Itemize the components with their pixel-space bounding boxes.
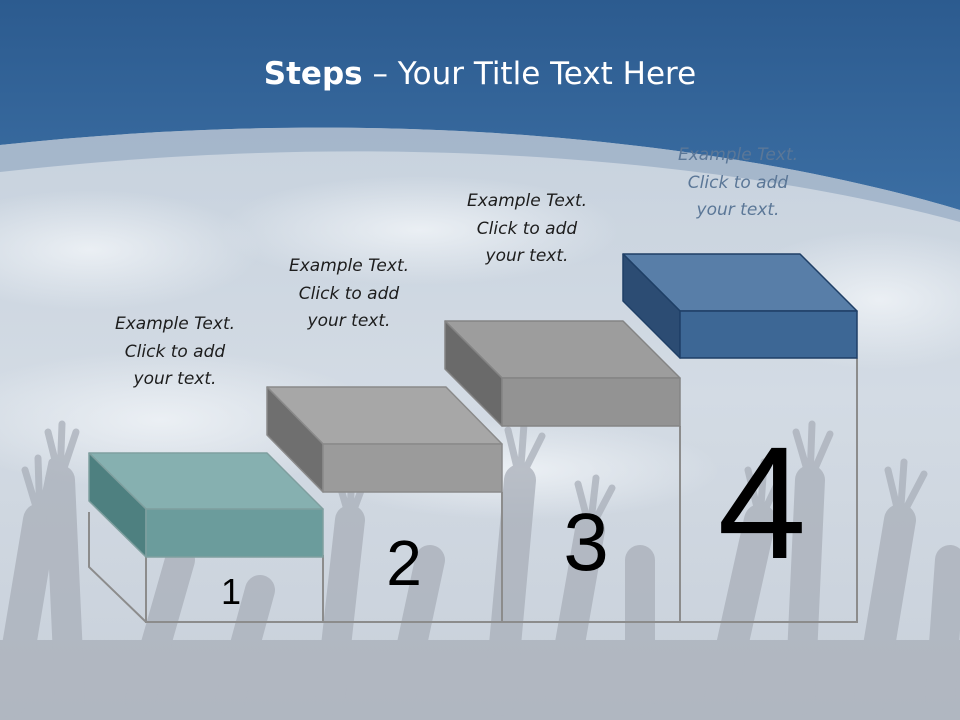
step-3-block[interactable] [444,320,681,427]
caption-line: your text. [696,200,780,220]
caption-line: your text. [133,369,217,389]
step-2-caption[interactable]: Example Text. Click to add your text. [259,253,439,336]
step-1-number: 1 [221,571,241,612]
title-bold: Steps [263,56,363,92]
step-1-caption[interactable]: Example Text. Click to add your text. [85,311,265,394]
step-2-number: 2 [386,527,422,599]
caption-line: Example Text. [466,191,588,211]
caption-line: Example Text. [114,314,236,334]
caption-line: Example Text. [288,256,410,276]
caption-line: Click to add [687,172,789,193]
slide-title[interactable]: Steps – Your Title Text Here [0,54,960,94]
step-4-block[interactable] [622,253,858,359]
header-swoosh [0,127,960,222]
title-rest: – Your Title Text Here [362,56,697,92]
staircase-outline [88,358,858,623]
caption-line: Click to add [124,341,226,362]
caption-line: your text. [485,246,569,266]
caption-line: your text. [307,311,391,331]
step-2-block[interactable] [266,386,503,493]
step-4-caption[interactable]: Example Text. Click to add your text. [648,142,828,225]
caption-line: Click to add [298,283,400,304]
crowd-silhouette [0,420,960,720]
step-3-number: 3 [563,497,609,588]
step-1-block[interactable] [88,452,324,558]
caption-line: Click to add [476,218,578,239]
step-4-number: 4 [718,413,807,592]
header-band [0,0,960,210]
step-3-caption[interactable]: Example Text. Click to add your text. [437,188,617,271]
caption-line: Example Text. [677,145,799,165]
